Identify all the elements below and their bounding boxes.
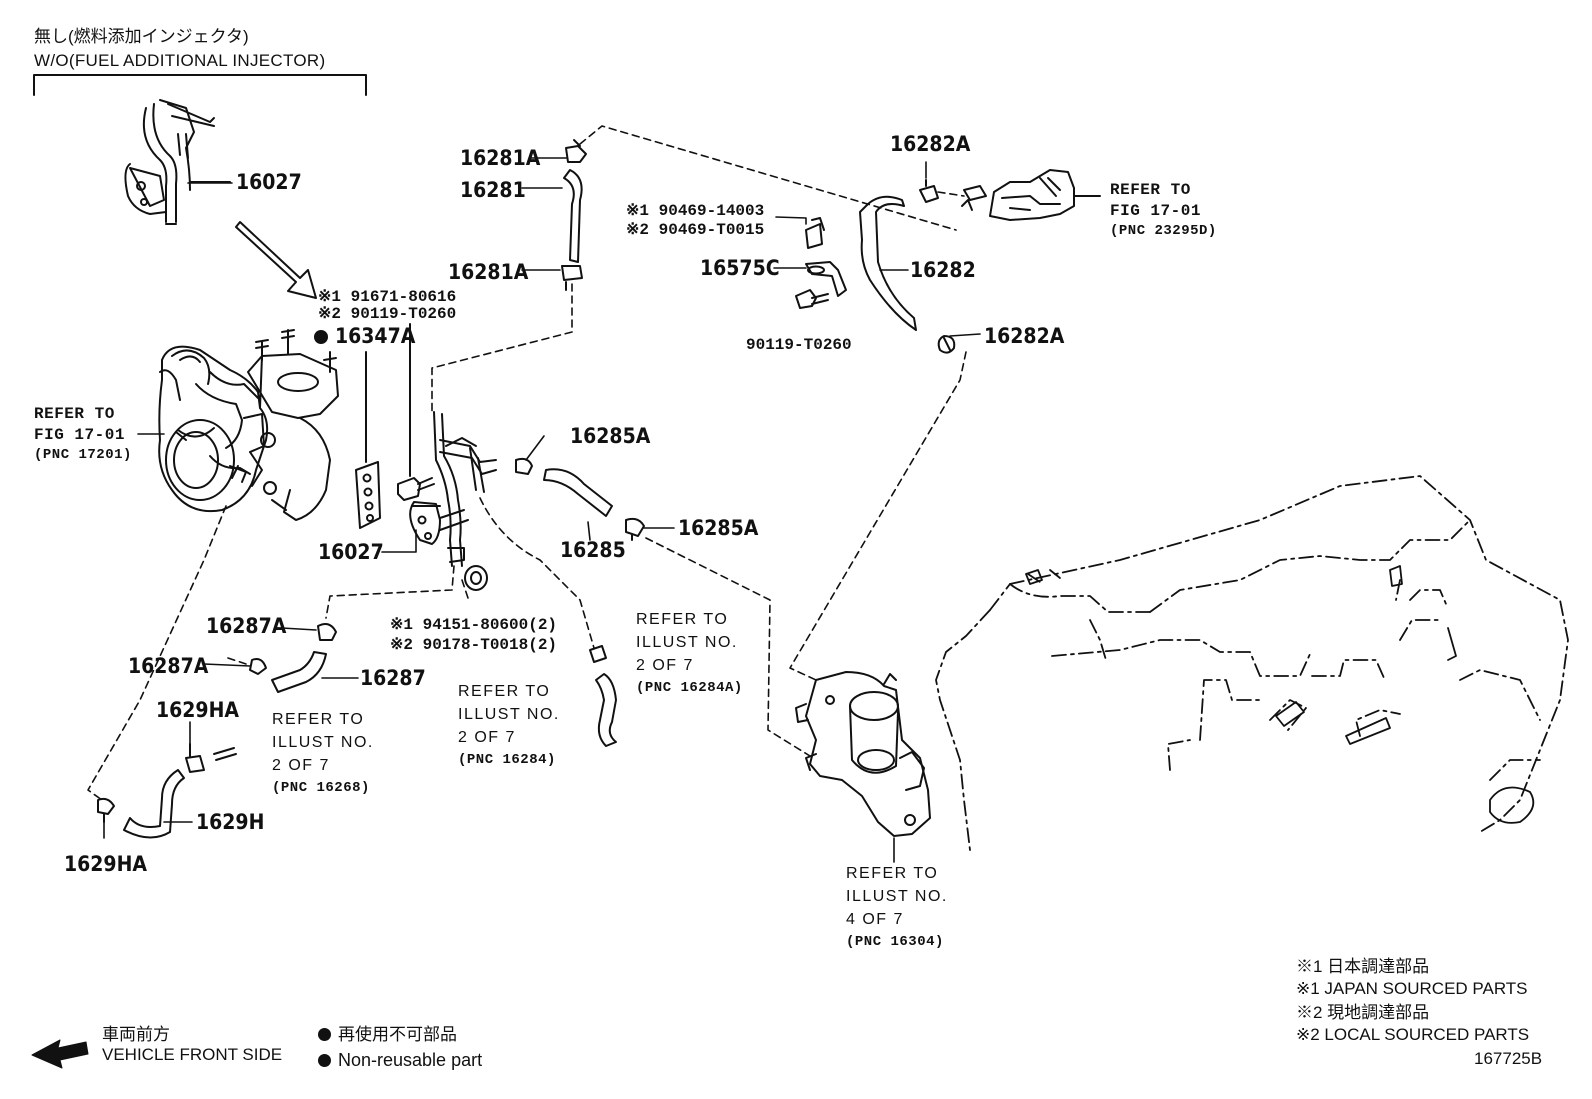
legend-nonreuse-en: Non-reusable part [338, 1050, 483, 1070]
filled-dot-icon [314, 330, 328, 344]
part-1629HA-top[interactable]: 1629HA [156, 698, 240, 722]
ref-line: (PNC 23295D) [1110, 222, 1217, 239]
filled-dot-icon [318, 1028, 331, 1041]
part-16282A-top[interactable]: 16282A [890, 132, 971, 156]
hose-assembly-16027-mid [409, 411, 497, 567]
ref-line: REFER TO [846, 865, 939, 882]
refer-pnc-17201[interactable]: REFER TO FIG 17-01 (PNC 17201) [34, 404, 132, 464]
ref-line: REFER TO [636, 611, 729, 628]
part-90119-T0260-left[interactable]: ※2 90119-T0260 [318, 305, 457, 323]
part-16287A-top[interactable]: 16287A [206, 614, 287, 638]
legend-nonreuse-jp-row: 再使用不可部品 [318, 1024, 457, 1047]
ref-line: REFER TO [458, 683, 551, 700]
legend-nonreuse-en-row: Non-reusable part [318, 1048, 482, 1072]
ref-line: 4 OF 7 [846, 911, 904, 929]
plug-94151 [464, 565, 488, 591]
note-1-jp: ※1 日本調達部品 [1296, 957, 1430, 976]
ref-line: (PNC 16284A) [636, 679, 743, 696]
part-90178-T0018[interactable]: ※2 90178-T0018(2) [390, 636, 558, 654]
part-16285A-bottom[interactable]: 16285A [678, 516, 759, 540]
filled-dot-icon [318, 1054, 331, 1067]
engine-details [1025, 565, 1535, 824]
hose-assembly-16027-top [124, 99, 231, 225]
ref-line: (PNC 16284) [458, 751, 556, 768]
part-16575C[interactable]: 16575C [700, 256, 780, 280]
ref-line: 2 OF 7 [636, 657, 694, 675]
part-16287A-bottom[interactable]: 16287A [128, 654, 209, 678]
vacuum-pump [158, 329, 339, 521]
part-90469-14003[interactable]: ※1 90469-14003 [626, 202, 765, 220]
bolt-90119-left [397, 323, 435, 501]
part-16287[interactable]: 16287 [360, 666, 426, 690]
ref-line: ILLUST NO. [636, 634, 738, 652]
ref-line: FIG 17-01 [34, 425, 125, 444]
hose-16287 [249, 623, 337, 693]
hose-16282 [859, 179, 956, 354]
part-16347A: 16347A [335, 324, 416, 348]
bracket-16575C [795, 217, 847, 309]
legend-nonreuse-jp: 再使用不可部品 [338, 1025, 457, 1044]
ref-line: 2 OF 7 [272, 757, 330, 775]
note-1-en: ※1 JAPAN SOURCED PARTS [1296, 979, 1528, 998]
refer-pnc-16284[interactable]: REFER TO ILLUST NO. 2 OF 7 (PNC 16284) [458, 680, 560, 770]
pointer-arrow-icon [235, 221, 317, 299]
part-16027-mid[interactable]: 16027 [318, 540, 384, 564]
part-16281A-top[interactable]: 16281A [460, 146, 541, 170]
ref-line: REFER TO [1110, 181, 1191, 199]
ref-line: (PNC 16304) [846, 933, 944, 950]
refer-pnc-16304[interactable]: REFER TO ILLUST NO. 4 OF 7 (PNC 16304) [846, 862, 948, 952]
engine-block [935, 475, 1569, 851]
part-16285[interactable]: 16285 [560, 538, 626, 562]
part-16281A-bottom[interactable]: 16281A [448, 260, 529, 284]
part-1629H[interactable]: 1629H [196, 810, 265, 834]
part-16282A-bottom[interactable]: 16282A [984, 324, 1065, 348]
ref-line: ILLUST NO. [458, 706, 560, 724]
hose-16284 [589, 645, 617, 747]
refer-pnc-16268[interactable]: REFER TO ILLUST NO. 2 OF 7 (PNC 16268) [272, 708, 374, 798]
engine-part-23295D [961, 169, 1101, 221]
hose-1629H [97, 743, 237, 839]
connection-lines [87, 125, 967, 801]
part-16347A-row[interactable]: 16347A [314, 326, 415, 347]
header-en: W/O(FUEL ADDITIONAL INJECTOR) [34, 51, 326, 70]
refer-pnc-16284A[interactable]: REFER TO ILLUST NO. 2 OF 7 (PNC 16284A) [636, 608, 743, 698]
header-jp: 無し(燃料添加インジェクタ) [34, 27, 249, 46]
part-94151-80600[interactable]: ※1 94151-80600(2) [390, 616, 558, 634]
ref-line: 2 OF 7 [458, 729, 516, 747]
gasket-16347A [355, 351, 381, 529]
hose-16285 [515, 457, 645, 541]
ref-line: FIG 17-01 [1110, 201, 1201, 220]
part-90119-T0260-right[interactable]: 90119-T0260 [746, 336, 852, 354]
front-arrow-icon [31, 1039, 89, 1069]
part-16285A-top[interactable]: 16285A [570, 424, 651, 448]
ref-line: REFER TO [272, 711, 365, 728]
legend-front-en: VEHICLE FRONT SIDE [102, 1045, 283, 1064]
refer-pnc-23295D[interactable]: REFER TO FIG 17-01 (PNC 23295D) [1110, 180, 1217, 240]
header-bracket [33, 74, 367, 96]
ref-line: (PNC 17201) [34, 446, 132, 463]
leader-lines [103, 157, 981, 863]
note-2-jp: ※2 現地調達部品 [1296, 1003, 1430, 1022]
ref-line: (PNC 16268) [272, 779, 370, 796]
legend-front-jp: 車両前方 [102, 1025, 170, 1044]
part-16027-top[interactable]: 16027 [236, 170, 302, 194]
note-2-en: ※2 LOCAL SOURCED PARTS [1296, 1025, 1530, 1044]
ref-line: REFER TO [34, 405, 115, 423]
water-inlet-housing [795, 671, 931, 837]
part-91671-80616[interactable]: ※1 91671-80616 [318, 288, 457, 306]
part-1629HA-bottom[interactable]: 1629HA [64, 852, 148, 876]
ref-line: ILLUST NO. [272, 734, 374, 752]
part-16282[interactable]: 16282 [910, 258, 976, 282]
ref-line: ILLUST NO. [846, 888, 948, 906]
part-16281[interactable]: 16281 [460, 178, 526, 202]
hose-16281 [561, 139, 587, 291]
part-90469-T0015[interactable]: ※2 90469-T0015 [626, 221, 765, 239]
diagram-id: 167725B [1474, 1049, 1543, 1068]
